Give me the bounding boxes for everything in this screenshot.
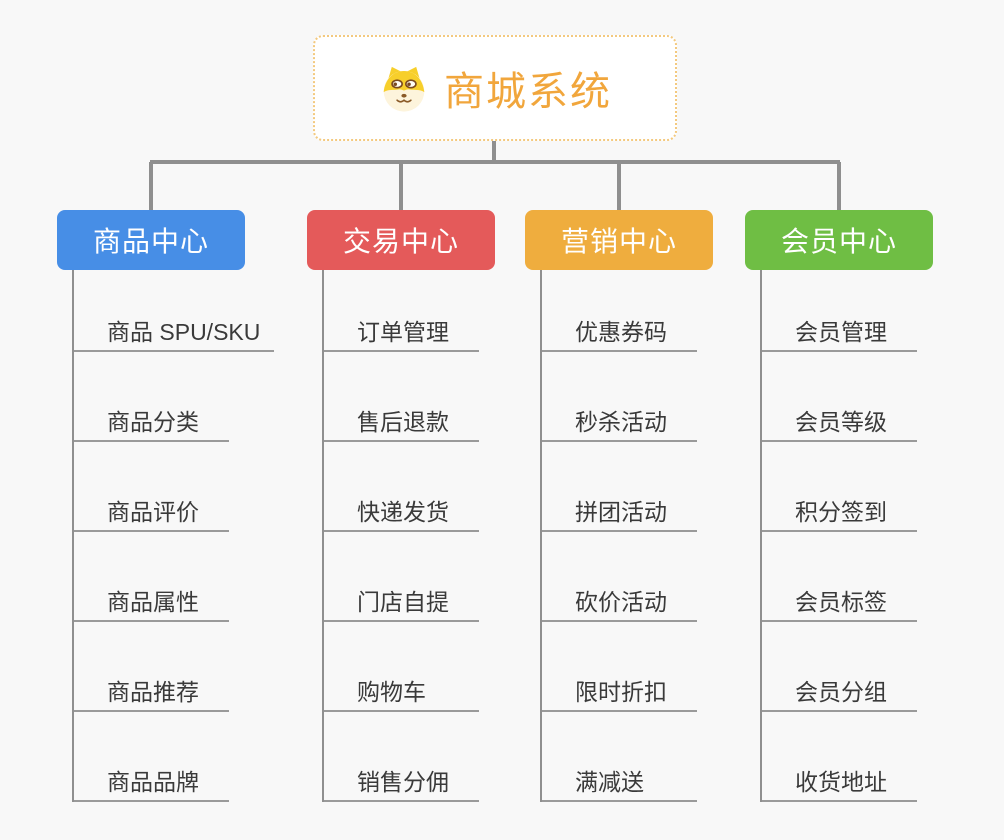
- branch-node-product-center[interactable]: 商品中心: [57, 210, 245, 270]
- connector-root-stub: [492, 140, 496, 162]
- sub-topic-label: 商品 SPU/SKU: [107, 318, 261, 345]
- sub-topic-label: 商品评价: [107, 498, 199, 525]
- branch-children: 优惠券码 秒杀活动 拼团活动 砍价活动 限时折扣 满减送: [540, 270, 713, 802]
- sub-topic-label: 积分签到: [795, 498, 887, 525]
- branch-marketing-center: 营销中心 优惠券码 秒杀活动 拼团活动 砍价活动 限时折扣 满减送: [525, 210, 713, 802]
- sub-topic[interactable]: 商品分类: [74, 352, 229, 442]
- sub-topic[interactable]: 会员等级: [762, 352, 917, 442]
- sub-topic-label: 会员分组: [795, 678, 887, 705]
- sub-topic-label: 拼团活动: [575, 498, 667, 525]
- branch-node-trade-center[interactable]: 交易中心: [307, 210, 495, 270]
- sub-topic-label: 满减送: [575, 768, 644, 795]
- connector-drop-4: [837, 162, 841, 210]
- connector-horizontal: [150, 160, 840, 164]
- sub-topic-label: 收货地址: [795, 768, 887, 795]
- sub-topic-label: 商品推荐: [107, 678, 199, 705]
- branch-trade-center: 交易中心 订单管理 售后退款 快递发货 门店自提 购物车 销售分佣: [307, 210, 495, 802]
- sub-topic-label: 快递发货: [357, 498, 449, 525]
- sub-topic[interactable]: 会员标签: [762, 532, 917, 622]
- connector-drop-1: [149, 162, 153, 210]
- sub-topic-label: 商品分类: [107, 408, 199, 435]
- sub-topic[interactable]: 会员管理: [762, 270, 917, 352]
- root-node[interactable]: 商城系统: [313, 35, 677, 141]
- sub-topic[interactable]: 商品 SPU/SKU: [74, 270, 275, 352]
- sub-topic[interactable]: 快递发货: [324, 442, 479, 532]
- sub-topic-label: 订单管理: [357, 318, 449, 345]
- sub-topic-label: 购物车: [357, 678, 426, 705]
- sub-topic[interactable]: 门店自提: [324, 532, 479, 622]
- branch-node-member-center[interactable]: 会员中心: [745, 210, 933, 270]
- sub-topic-label: 售后退款: [357, 408, 449, 435]
- sub-topic-label: 会员管理: [795, 318, 887, 345]
- branch-product-center: 商品中心 商品 SPU/SKU 商品分类 商品评价 商品属性 商品推荐 商品品牌: [57, 210, 275, 802]
- sub-topic[interactable]: 秒杀活动: [542, 352, 697, 442]
- sub-topic[interactable]: 售后退款: [324, 352, 479, 442]
- sub-topic[interactable]: 商品品牌: [74, 712, 229, 802]
- sub-topic-label: 商品品牌: [107, 768, 199, 795]
- branch-children: 商品 SPU/SKU 商品分类 商品评价 商品属性 商品推荐 商品品牌: [72, 270, 275, 802]
- sub-topic-label: 限时折扣: [575, 678, 667, 705]
- sub-topic[interactable]: 销售分佣: [324, 712, 479, 802]
- sub-topic-label: 门店自提: [357, 588, 449, 615]
- sub-topic[interactable]: 订单管理: [324, 270, 479, 352]
- sub-topic[interactable]: 满减送: [542, 712, 697, 802]
- sub-topic[interactable]: 购物车: [324, 622, 479, 712]
- root-title: 商城系统: [444, 70, 612, 114]
- sub-topic-label: 会员标签: [795, 588, 887, 615]
- sub-topic[interactable]: 商品属性: [74, 532, 229, 622]
- sub-topic-label: 会员等级: [795, 408, 887, 435]
- sub-topic-label: 商品属性: [107, 588, 199, 615]
- connector-drop-3: [617, 162, 621, 210]
- sub-topic[interactable]: 积分签到: [762, 442, 917, 532]
- sub-topic[interactable]: 砍价活动: [542, 532, 697, 622]
- sub-topic[interactable]: 会员分组: [762, 622, 917, 712]
- sub-topic[interactable]: 收货地址: [762, 712, 917, 802]
- sub-topic-label: 销售分佣: [357, 768, 449, 795]
- connector-drop-2: [399, 162, 403, 210]
- sub-topic[interactable]: 商品推荐: [74, 622, 229, 712]
- sub-topic-label: 秒杀活动: [575, 408, 667, 435]
- sub-topic-label: 优惠券码: [575, 318, 667, 345]
- sub-topic-label: 砍价活动: [575, 588, 667, 615]
- doge-icon: [383, 66, 425, 112]
- sub-topic[interactable]: 拼团活动: [542, 442, 697, 532]
- sub-topic[interactable]: 限时折扣: [542, 622, 697, 712]
- branch-children: 会员管理 会员等级 积分签到 会员标签 会员分组 收货地址: [760, 270, 933, 802]
- branch-member-center: 会员中心 会员管理 会员等级 积分签到 会员标签 会员分组 收货地址: [745, 210, 933, 802]
- sub-topic[interactable]: 优惠券码: [542, 270, 697, 352]
- branch-children: 订单管理 售后退款 快递发货 门店自提 购物车 销售分佣: [322, 270, 495, 802]
- branch-node-marketing-center[interactable]: 营销中心: [525, 210, 713, 270]
- sub-topic[interactable]: 商品评价: [74, 442, 229, 532]
